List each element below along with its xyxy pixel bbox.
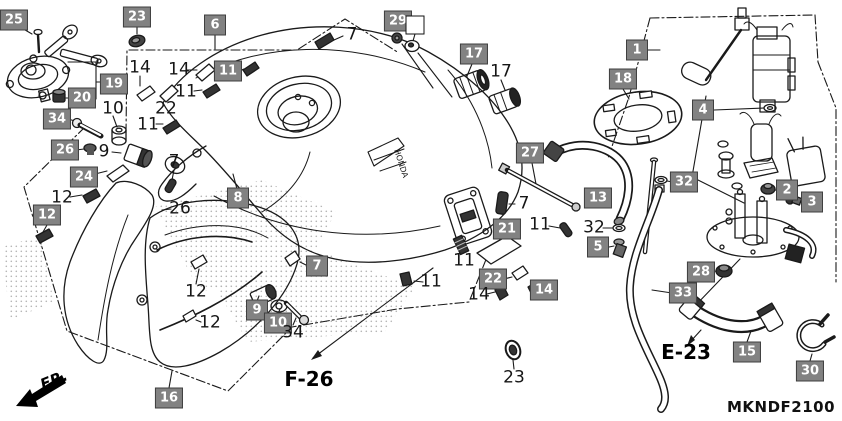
callout-box-34[interactable]: 34 (42, 108, 72, 130)
empty-callout-box (405, 15, 425, 35)
callout-label-11: 11 (453, 250, 475, 271)
callout-box-24[interactable]: 24 (69, 166, 99, 188)
callout-box-29[interactable]: 29 (383, 10, 413, 32)
front-direction-arrow (16, 375, 66, 407)
callout-box-15[interactable]: 15 (732, 341, 762, 363)
callout-box-32[interactable]: 32 (669, 171, 699, 193)
callout-label-14: 14 (168, 59, 190, 80)
callout-box-33[interactable]: 33 (668, 282, 698, 304)
callout-label-11: 11 (175, 81, 197, 102)
callout-box-2[interactable]: 2 (776, 179, 798, 201)
callout-box-9[interactable]: 9 (246, 299, 268, 321)
callout-box-17[interactable]: 17 (459, 43, 489, 65)
cap-grommet (52, 88, 66, 103)
cap-screw (33, 28, 43, 54)
rubber-pads-white (106, 63, 529, 323)
callout-box-16[interactable]: 16 (154, 387, 184, 409)
callout-box-28[interactable]: 28 (686, 261, 716, 283)
callout-label-11: 11 (529, 214, 551, 235)
tank-mount-bolt (498, 162, 581, 212)
callout-label-22: 22 (155, 98, 177, 119)
callout-label-11: 11 (420, 271, 442, 292)
mount-cushions (453, 69, 522, 115)
callout-box-6[interactable]: 6 (204, 14, 226, 36)
callout-box-7[interactable]: 7 (306, 255, 328, 277)
callout-box-18[interactable]: 18 (608, 68, 638, 90)
callout-box-20[interactable]: 20 (67, 87, 97, 109)
callout-box-22[interactable]: 22 (478, 268, 508, 290)
base-gasket (593, 90, 683, 146)
callout-label-26: 26 (169, 198, 191, 219)
side-covers (63, 180, 300, 368)
grommets (128, 34, 522, 361)
callout-box-12[interactable]: 12 (32, 204, 62, 226)
callout-box-13[interactable]: 13 (583, 187, 613, 209)
callout-box-30[interactable]: 30 (795, 360, 825, 382)
callout-box-5[interactable]: 5 (587, 236, 609, 258)
callout-box-4[interactable]: 4 (692, 99, 714, 121)
callout-box-25[interactable]: 25 (0, 9, 29, 31)
callout-box-14[interactable]: 14 (529, 279, 559, 301)
ref-link-f-26[interactable]: F-26 (284, 367, 334, 391)
callout-label-34: 34 (282, 322, 304, 343)
callout-label-12: 12 (51, 187, 73, 208)
fuel-pump-plate (706, 188, 817, 278)
drawing-code: MKNDF2100 (727, 398, 836, 416)
keys (44, 24, 108, 68)
callout-box-21[interactable]: 21 (492, 218, 522, 240)
callout-box-27[interactable]: 27 (515, 142, 545, 164)
callout-label-17: 17 (490, 61, 512, 82)
callout-label-12: 12 (185, 281, 207, 302)
callout-box-19[interactable]: 19 (99, 73, 129, 95)
callout-box-8[interactable]: 8 (227, 187, 249, 209)
callout-label-7: 7 (346, 24, 358, 45)
callout-box-26[interactable]: 26 (50, 139, 80, 161)
callout-label-9: 9 (98, 141, 110, 162)
callout-box-23[interactable]: 23 (122, 6, 152, 28)
callout-label-32: 32 (583, 217, 605, 238)
ref-link-e-23[interactable]: E-23 (661, 340, 711, 364)
callout-label-10: 10 (102, 98, 124, 119)
front-mount-hardware (71, 117, 153, 168)
callout-box-10[interactable]: 10 (263, 312, 293, 334)
hoses-tubes (542, 140, 836, 413)
callout-box-3[interactable]: 3 (801, 191, 823, 213)
callout-box-11[interactable]: 11 (213, 60, 243, 82)
callout-label-7: 7 (168, 151, 180, 172)
callout-label-7: 7 (518, 193, 530, 214)
callout-label-11: 11 (137, 114, 159, 135)
callout-label-14: 14 (129, 57, 151, 78)
callout-box-1[interactable]: 1 (626, 39, 648, 61)
fuel-cap-assembly (5, 24, 108, 103)
filler-nut-washer (391, 32, 420, 53)
callout-label-14: 14 (468, 284, 490, 305)
callout-label-23: 23 (503, 367, 525, 388)
callout-label-12: 12 (199, 312, 221, 333)
